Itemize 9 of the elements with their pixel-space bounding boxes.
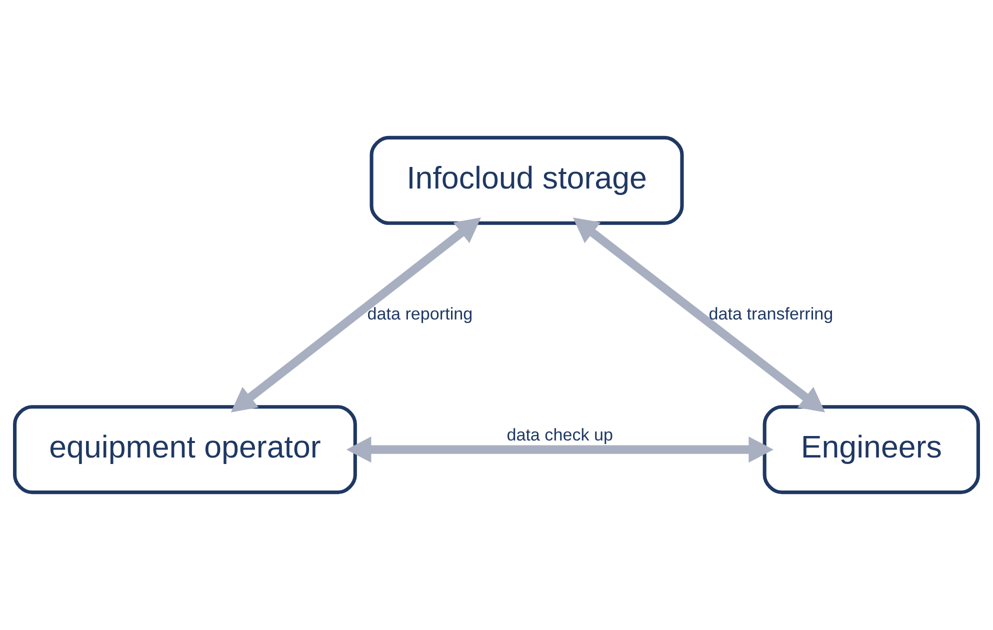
node-box: equipment operator bbox=[13, 405, 357, 494]
node-box: Engineers bbox=[762, 405, 980, 494]
arrow bbox=[230, 218, 481, 412]
edge-label: data transferring bbox=[708, 304, 834, 324]
edge-label: data check up bbox=[506, 425, 614, 444]
arrow bbox=[572, 218, 826, 412]
arrow bbox=[346, 436, 774, 463]
node-box: Infocloud storage bbox=[370, 136, 684, 225]
edge-label: data reporting bbox=[367, 304, 473, 324]
